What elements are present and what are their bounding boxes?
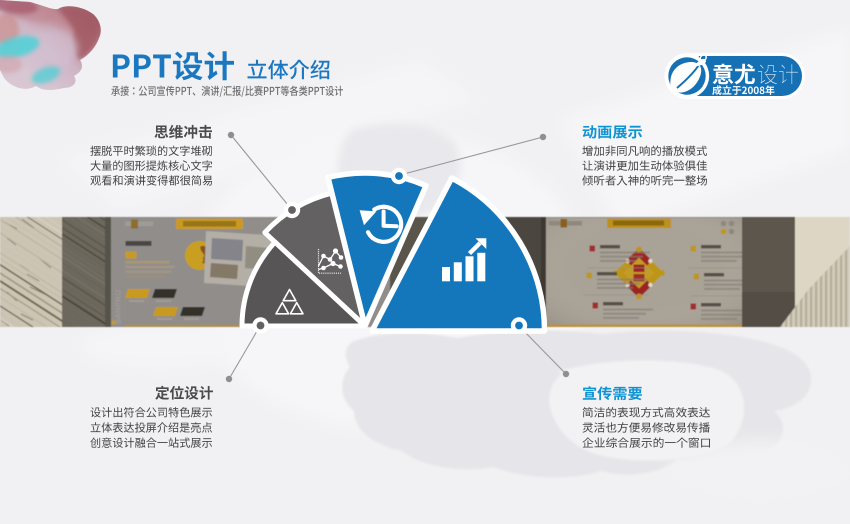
- svg-text:BANPRO: BANPRO: [114, 289, 123, 324]
